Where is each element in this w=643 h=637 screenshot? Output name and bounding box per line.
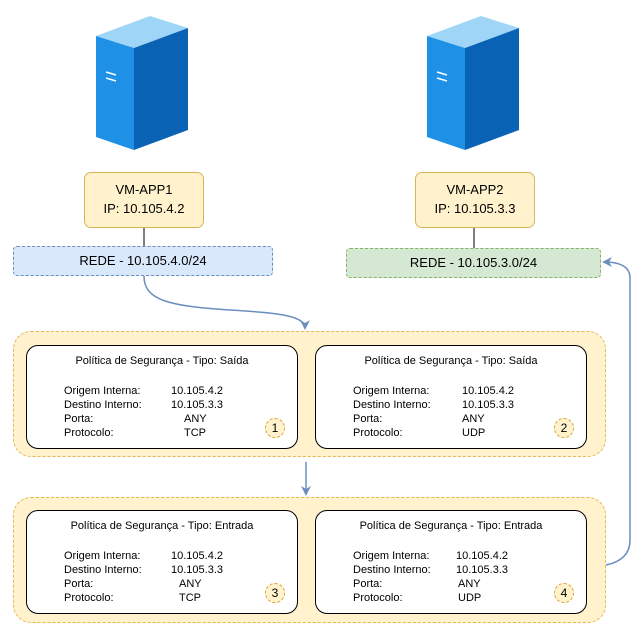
row-value: 10.105.3.3 bbox=[171, 564, 223, 576]
policy-row: Destino Interno: 10.105.3.3 bbox=[64, 563, 284, 577]
network-box-2: REDE - 10.105.3.0/24 bbox=[346, 248, 601, 278]
row-value: ANY bbox=[458, 578, 481, 590]
row-value: 10.105.4.2 bbox=[462, 385, 514, 397]
vm-app1-box: VM-APP1 IP: 10.105.4.2 bbox=[84, 172, 204, 228]
policy-row: Protocolo: TCP bbox=[64, 591, 284, 605]
policy-card-3: Política de Segurança - Tipo: Entrada Or… bbox=[26, 510, 298, 614]
policy-row: Destino Interno: 10.105.3.3 bbox=[353, 398, 573, 412]
row-value: 10.105.3.3 bbox=[462, 399, 514, 411]
vm-app1-name: VM-APP1 bbox=[115, 182, 173, 197]
policy-row: Protocolo: UDP bbox=[353, 591, 573, 605]
row-key: Destino Interno: bbox=[353, 564, 431, 576]
row-value: TCP bbox=[184, 427, 206, 439]
policy-row: Destino Interno: 10.105.3.3 bbox=[64, 398, 284, 412]
vm-app2-ip: IP: 10.105.3.3 bbox=[434, 201, 516, 216]
network-box-1: REDE - 10.105.4.0/24 bbox=[13, 246, 273, 276]
row-key: Protocolo: bbox=[64, 592, 114, 604]
row-value: ANY bbox=[462, 413, 485, 425]
row-key: Origem Interna: bbox=[353, 550, 430, 562]
policy-title: Política de Segurança - Tipo: Saída bbox=[364, 355, 538, 367]
row-key: Destino Interno: bbox=[353, 399, 431, 411]
server-icon-vm-app2 bbox=[427, 16, 519, 150]
network-label-2: REDE - 10.105.3.0/24 bbox=[409, 255, 538, 270]
policy-card-1: Política de Segurança - Tipo: Saída Orig… bbox=[26, 345, 298, 449]
policy-title: Política de Segurança - Tipo: Entrada bbox=[359, 520, 543, 532]
row-key: Origem Interna: bbox=[353, 385, 430, 397]
policy-row: Porta: ANY bbox=[353, 577, 573, 591]
policy-row: Protocolo: TCP bbox=[64, 426, 284, 440]
row-key: Porta: bbox=[353, 413, 383, 425]
row-key: Origem Interna: bbox=[64, 550, 141, 562]
row-key: Protocolo: bbox=[353, 427, 403, 439]
policy-row: Destino Interno: 10.105.3.3 bbox=[353, 563, 573, 577]
vm-app2-box: VM-APP2 IP: 10.105.3.3 bbox=[415, 172, 535, 228]
row-value: UDP bbox=[458, 592, 482, 604]
vm-app1-ip: IP: 10.105.4.2 bbox=[103, 201, 185, 216]
row-key: Porta: bbox=[64, 413, 94, 425]
row-value: ANY bbox=[184, 413, 207, 425]
row-key: Origem Interna: bbox=[64, 385, 141, 397]
row-key: Destino Interno: bbox=[64, 399, 142, 411]
server-icon-vm-app1 bbox=[96, 16, 188, 150]
policy-row: Origem Interna: 10.105.4.2 bbox=[64, 549, 284, 563]
policy-title: Política de Segurança - Tipo: Entrada bbox=[70, 520, 254, 532]
row-value: 10.105.4.2 bbox=[456, 550, 508, 562]
policy-row: Porta: ANY bbox=[353, 412, 573, 426]
row-key: Porta: bbox=[64, 578, 94, 590]
row-value: 10.105.4.2 bbox=[171, 385, 223, 397]
network-label-1: REDE - 10.105.4.0/24 bbox=[79, 253, 207, 268]
policy-row: Porta: ANY bbox=[64, 412, 284, 426]
policy-card-2: Política de Segurança - Tipo: Saída Orig… bbox=[315, 345, 587, 449]
policy-card-4: Política de Segurança - Tipo: Entrada Or… bbox=[315, 510, 587, 614]
policy-number-badge: 3 bbox=[265, 583, 285, 603]
policy-number-badge: 4 bbox=[554, 583, 574, 603]
row-value: 10.105.3.3 bbox=[456, 564, 508, 576]
row-key: Protocolo: bbox=[353, 592, 403, 604]
row-value: ANY bbox=[179, 578, 202, 590]
row-value: TCP bbox=[179, 592, 201, 604]
policy-number-badge: 1 bbox=[265, 418, 285, 438]
row-key: Porta: bbox=[353, 578, 383, 590]
policy-row: Origem Interna: 10.105.4.2 bbox=[353, 384, 573, 398]
row-value: 10.105.4.2 bbox=[171, 550, 223, 562]
policy-row: Porta: ANY bbox=[64, 577, 284, 591]
row-value: 10.105.3.3 bbox=[171, 399, 223, 411]
policy-number-badge: 2 bbox=[554, 418, 574, 438]
arrow-net1-to-outbound bbox=[143, 275, 310, 330]
row-value: UDP bbox=[462, 427, 486, 439]
policy-title: Política de Segurança - Tipo: Saída bbox=[75, 355, 249, 367]
row-key: Protocolo: bbox=[64, 427, 114, 439]
policy-row: Origem Interna: 10.105.4.2 bbox=[353, 549, 573, 563]
vm-app2-name: VM-APP2 bbox=[446, 182, 504, 197]
arrow-inbound-to-net2 bbox=[602, 257, 631, 566]
row-key: Destino Interno: bbox=[64, 564, 142, 576]
policy-row: Protocolo: UDP bbox=[353, 426, 573, 440]
policy-row: Origem Interna: 10.105.4.2 bbox=[64, 384, 284, 398]
